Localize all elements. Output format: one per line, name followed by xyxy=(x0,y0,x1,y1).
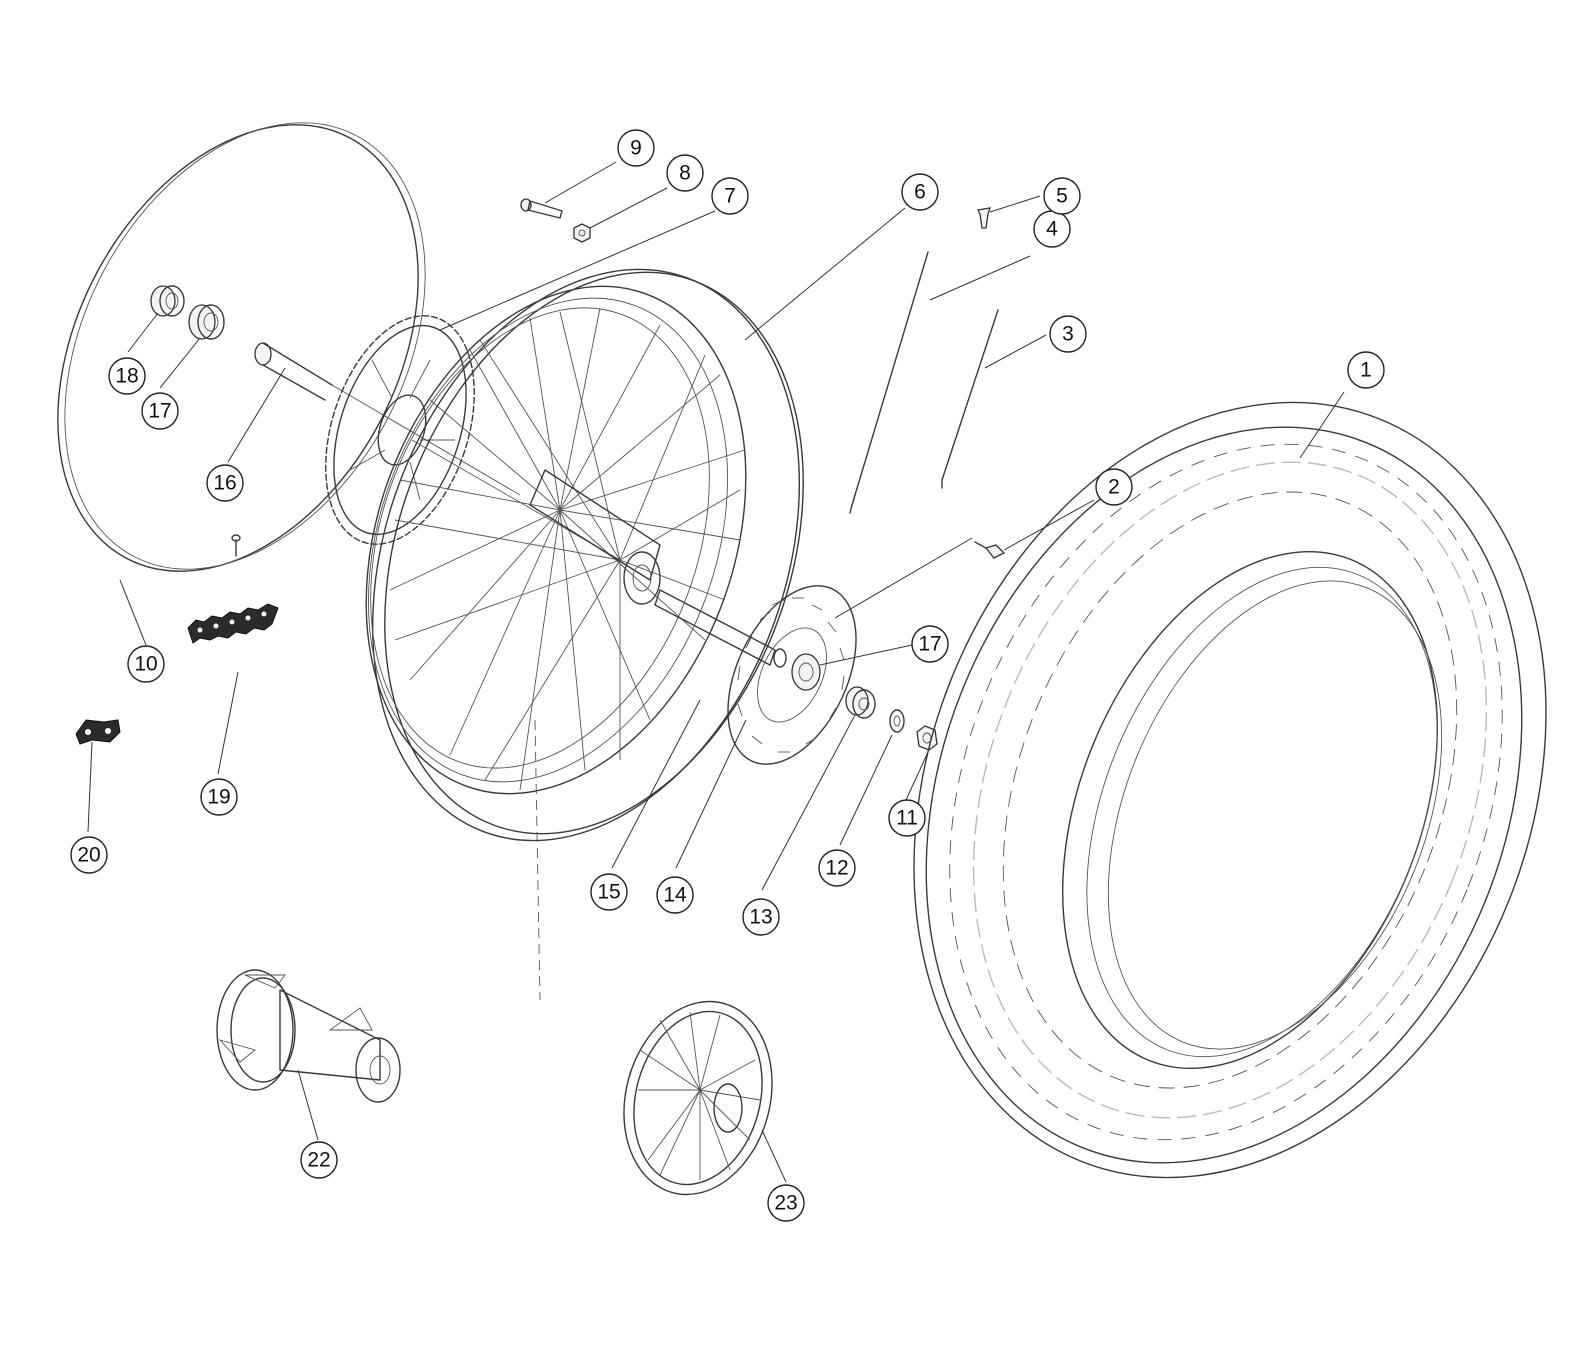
svg-text:19: 19 xyxy=(207,786,230,809)
callout-2: 2 xyxy=(1095,468,1133,506)
svg-text:13: 13 xyxy=(749,906,772,929)
svg-text:7: 7 xyxy=(724,185,736,208)
callout-18: 18 xyxy=(108,357,146,395)
svg-text:20: 20 xyxy=(77,844,100,867)
svg-text:22: 22 xyxy=(307,1149,330,1172)
callout-6: 6 xyxy=(901,173,939,211)
svg-text:14: 14 xyxy=(663,884,687,907)
svg-text:16: 16 xyxy=(213,472,236,495)
part-17-bearing-right xyxy=(791,653,821,691)
svg-text:12: 12 xyxy=(825,857,848,880)
part-23-wheel-assembly xyxy=(623,1000,773,1196)
callout-7: 7 xyxy=(711,177,749,215)
part-9-bolt xyxy=(520,198,563,219)
part-2-disc-bolt xyxy=(834,537,1006,619)
part-12-washer xyxy=(889,709,905,733)
svg-text:1: 1 xyxy=(1360,359,1372,382)
svg-text:3: 3 xyxy=(1062,323,1074,346)
callout-3: 3 xyxy=(1049,315,1087,353)
part-22-hub xyxy=(216,969,401,1103)
part-17-bearing-left xyxy=(188,304,225,340)
callout-5: 5 xyxy=(1043,177,1081,215)
callout-8: 8 xyxy=(666,154,704,192)
svg-text:2: 2 xyxy=(1108,476,1120,499)
part-13-spacer xyxy=(845,686,876,719)
assembly-centreline xyxy=(534,719,541,1001)
part-18-spacer xyxy=(150,285,185,317)
part-19-chain xyxy=(187,603,279,644)
callout-19: 19 xyxy=(200,778,238,816)
svg-text:5: 5 xyxy=(1056,185,1068,208)
part-7-sprocket xyxy=(325,315,475,545)
callout-15: 15 xyxy=(590,873,628,911)
svg-text:23: 23 xyxy=(774,1192,797,1215)
callout-20: 20 xyxy=(70,836,108,874)
callout-22: 22 xyxy=(300,1141,338,1179)
part-10-rim-tape xyxy=(57,122,426,572)
part-1-tyre xyxy=(913,401,1547,1179)
callout-14: 14 xyxy=(656,876,694,914)
svg-text:4: 4 xyxy=(1046,218,1058,241)
svg-text:6: 6 xyxy=(914,181,926,204)
callout-17-left: 17 xyxy=(141,392,179,430)
svg-text:9: 9 xyxy=(630,137,642,160)
part-8-nut xyxy=(573,223,591,243)
part-4-spokes xyxy=(389,307,746,791)
callout-13: 13 xyxy=(742,898,780,936)
svg-text:18: 18 xyxy=(115,365,138,388)
leader-lines xyxy=(87,161,1345,1183)
callout-10: 10 xyxy=(127,645,165,683)
callout-12: 12 xyxy=(818,849,856,887)
svg-text:10: 10 xyxy=(134,653,157,676)
svg-text:8: 8 xyxy=(679,162,691,185)
svg-text:17: 17 xyxy=(148,400,171,423)
wheel-hub xyxy=(529,469,787,668)
callout-11: 11 xyxy=(888,799,926,837)
part-20-master-link xyxy=(75,719,121,745)
svg-text:15: 15 xyxy=(597,881,620,904)
part-6-wheel-rim xyxy=(365,268,804,842)
part-14-brake-disc xyxy=(727,585,857,765)
part-4-spoke xyxy=(849,251,929,514)
callout-9: 9 xyxy=(617,129,655,167)
part-3-spoke xyxy=(941,309,999,489)
svg-text:11: 11 xyxy=(896,807,918,830)
callout-23: 23 xyxy=(767,1184,805,1222)
svg-text:17: 17 xyxy=(918,633,941,656)
callout-4: 4 xyxy=(1033,210,1071,248)
callout-16: 16 xyxy=(206,464,244,502)
callout-1: 1 xyxy=(1347,351,1385,389)
callout-17-right: 17 xyxy=(911,625,949,663)
part-5-spoke-nipple xyxy=(977,207,991,229)
